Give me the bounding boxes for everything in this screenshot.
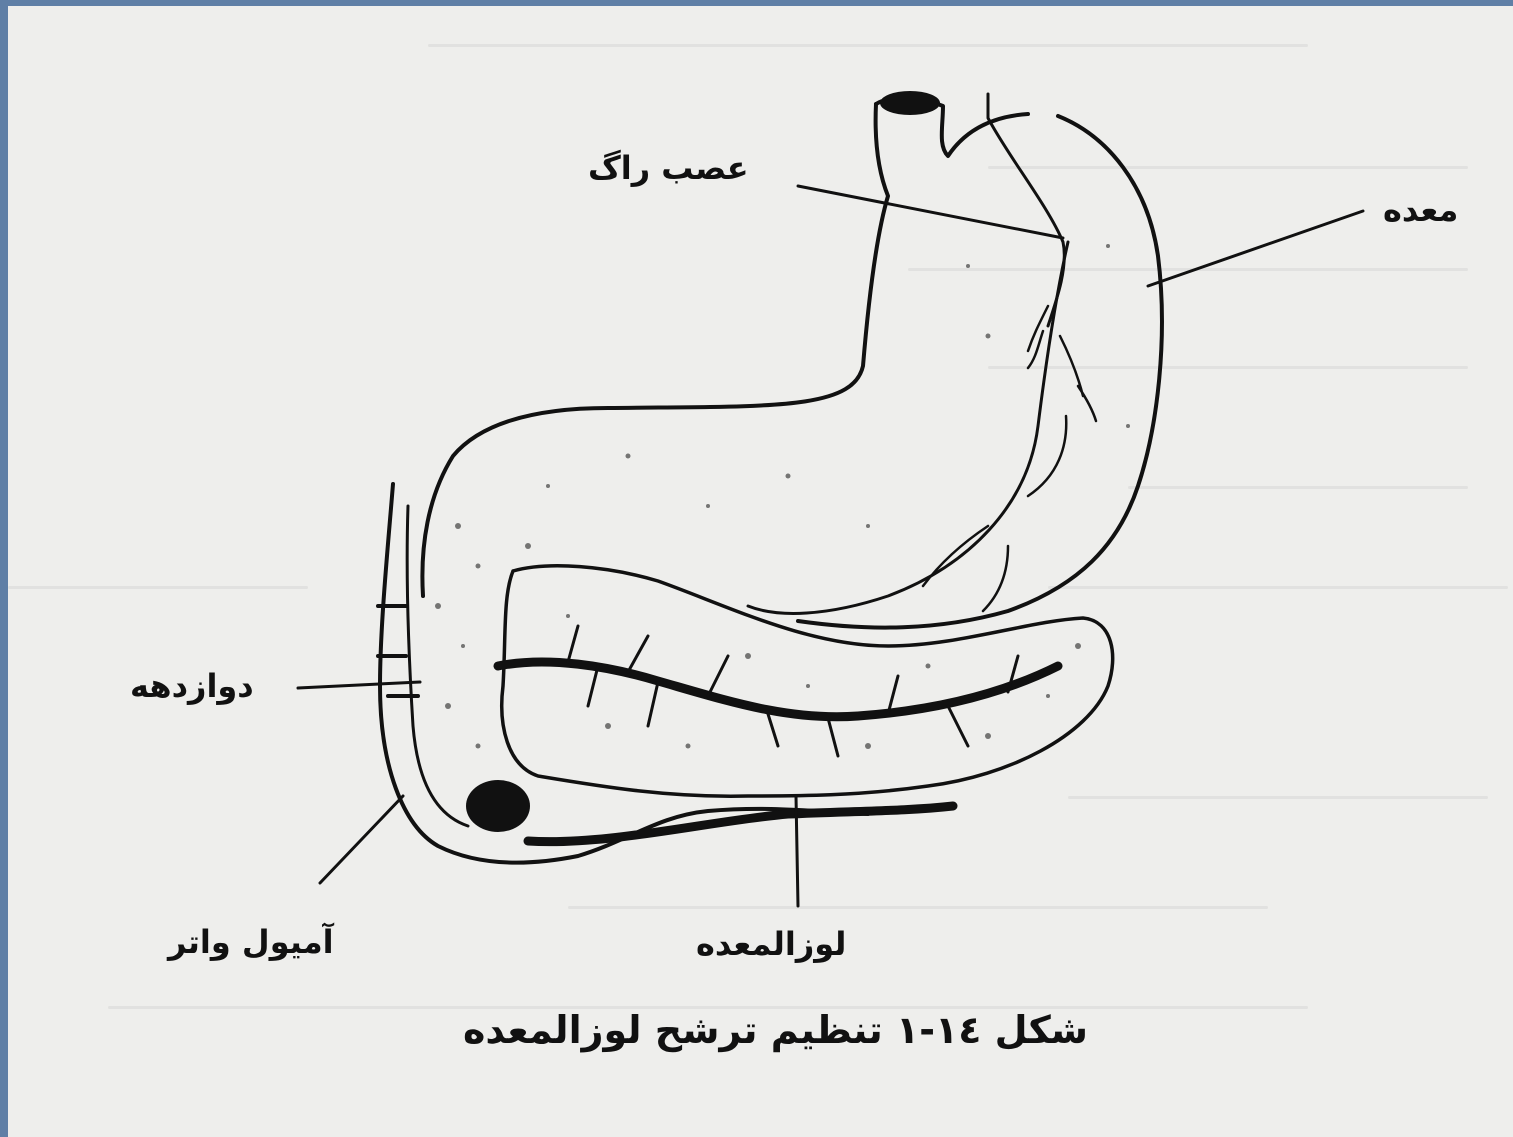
- stomach-outline: [422, 104, 1162, 628]
- caption-title: تنظیم ترشح لوزالمعده: [463, 1008, 883, 1052]
- duodenum-inner: [407, 506, 468, 826]
- vagus-branch: [1028, 306, 1096, 421]
- stipple-texture: [435, 244, 1130, 749]
- figure-caption: شکل ١٤-١ تنظیم ترشح لوزالمعده: [463, 1011, 1088, 1049]
- anatomy-drawing: [8, 6, 1513, 1137]
- caption-prefix: شکل: [995, 1008, 1088, 1052]
- leader-line-pancreas: [796, 796, 798, 906]
- label-ampulla-of-vater: آمیول واتر: [168, 926, 334, 958]
- figure-page: عصب راگ معده دوازدهه آمیول واتر لوزالمعد…: [8, 6, 1513, 1137]
- label-stomach: معده: [1383, 194, 1458, 226]
- nerve-branch-lower: [923, 416, 1066, 611]
- caption-number: ١٤-١: [896, 1008, 981, 1052]
- esophagus-lumen: [880, 91, 940, 115]
- stomach-lesser-curvature: [748, 242, 1068, 613]
- pancreatic-duct: [498, 662, 1058, 717]
- vagus-nerve: [988, 94, 1064, 326]
- leader-line-ampulla: [320, 796, 403, 883]
- label-duodenum: دوازدهه: [130, 670, 254, 702]
- pancreatic-duct-branches: [568, 626, 1018, 756]
- lower-vessel: [528, 806, 953, 842]
- label-vagus-nerve: عصب راگ: [588, 152, 749, 184]
- leader-line-duodenum: [298, 682, 420, 688]
- leader-line-stomach: [1148, 211, 1363, 286]
- ampulla-shape: [466, 780, 530, 832]
- leader-line-vagus: [798, 186, 1063, 238]
- label-pancreas: لوزالمعده: [696, 928, 846, 960]
